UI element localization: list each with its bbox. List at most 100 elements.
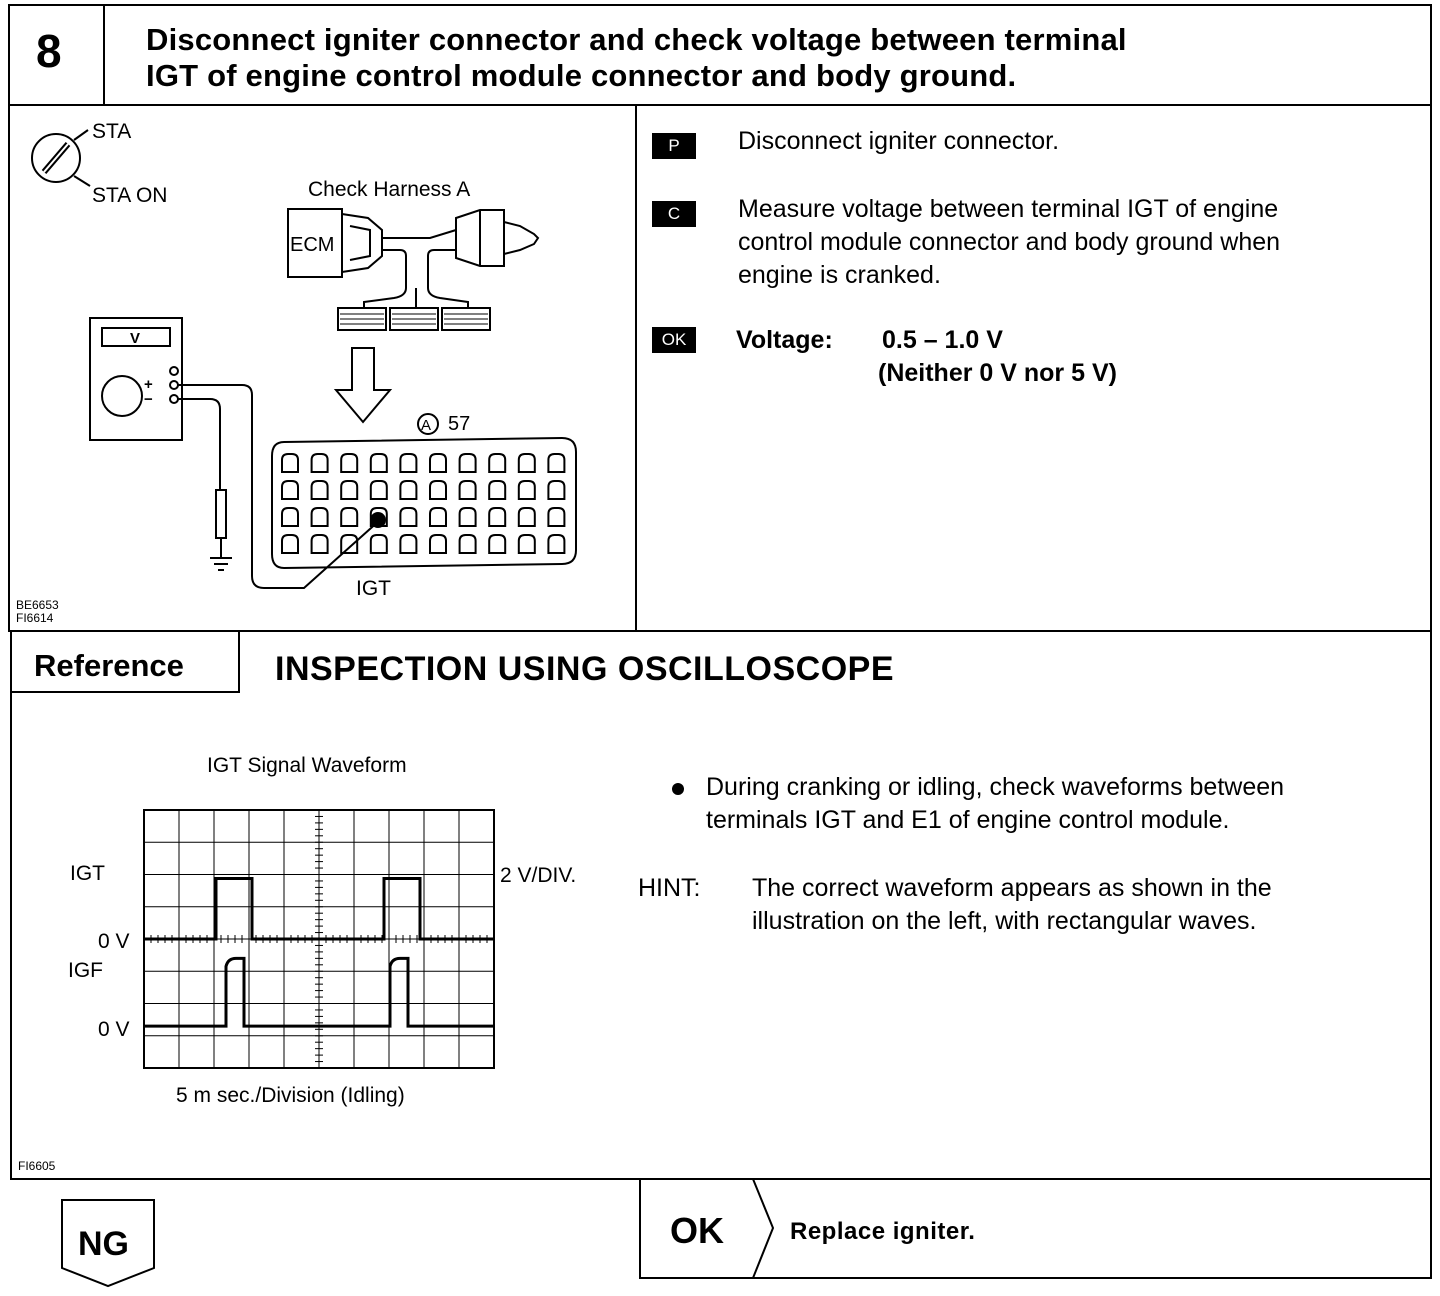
- connector-pin: [369, 453, 388, 473]
- c-tag: C: [652, 201, 696, 227]
- connector-pin: [517, 507, 536, 527]
- connector-pin: [429, 507, 447, 527]
- connector-pin: [399, 534, 418, 554]
- voltmeter-icon: [89, 317, 381, 589]
- connector-pin: [488, 480, 507, 500]
- connector-pin: [429, 453, 447, 473]
- ok-result-box: [639, 1178, 1432, 1279]
- igt-terminal-probe: [370, 512, 386, 528]
- hint-line2: illustration on the left, with rectangul…: [752, 907, 1257, 935]
- igt-waveform: [144, 877, 494, 941]
- down-arrow-icon: [333, 347, 393, 424]
- connector-pin: [369, 507, 388, 527]
- check-harness-label: Check Harness A: [308, 178, 470, 201]
- connector-pin: [310, 480, 329, 500]
- waveform-scale: 2 V/DIV.: [500, 864, 577, 887]
- ecm-connector-57-icon: [271, 413, 577, 570]
- hint-line1: The correct waveform appears as shown in…: [752, 874, 1272, 902]
- igt-terminal-label: IGT: [356, 577, 391, 600]
- connector-ref-label: 57: [448, 413, 470, 435]
- check-harness-icon: [287, 208, 540, 331]
- ok-voltage-note: (Neither 0 V nor 5 V): [878, 359, 1117, 387]
- connector-letter: A: [421, 417, 431, 434]
- meter-minus-label: −: [144, 391, 153, 408]
- waveform-zero-v-1: 0 V: [98, 930, 130, 953]
- connector-pin: [517, 453, 536, 473]
- connector-pin: [369, 480, 388, 500]
- c-instruction-line1: Measure voltage between terminal IGT of …: [738, 195, 1279, 223]
- connector-pin: [281, 507, 299, 527]
- connector-pin: [340, 480, 359, 500]
- connector-pin: [458, 480, 477, 500]
- ignition-sta-on-label: STA ON: [92, 184, 167, 207]
- ok-tag: OK: [652, 327, 696, 353]
- connector-pin: [429, 480, 447, 500]
- connector-pin: [547, 453, 566, 473]
- connector-pin: [281, 453, 299, 473]
- connector-pin: [488, 453, 507, 473]
- p-tag: P: [652, 133, 696, 159]
- connector-pin: [399, 480, 418, 500]
- procedure-divider: [635, 104, 637, 632]
- ok-voltage-value: 0.5 – 1.0 V: [882, 326, 1003, 354]
- ok-voltage-label: Voltage:: [736, 326, 833, 354]
- connector-pin: [310, 534, 329, 554]
- waveform-zero-v-2: 0 V: [98, 1018, 130, 1041]
- bullet-icon: [672, 783, 684, 795]
- connector-pins: [281, 453, 566, 554]
- connector-pin: [281, 480, 299, 500]
- figure-code-2: FI6614: [16, 611, 54, 625]
- connector-pin: [488, 534, 507, 554]
- connector-pin: [547, 480, 566, 500]
- bullet-line2: terminals IGT and E1 of engine control m…: [706, 806, 1230, 834]
- ng-label: NG: [78, 1225, 129, 1263]
- connector-pin: [369, 534, 388, 554]
- reference-label-box: [10, 630, 240, 693]
- waveform-time-base: 5 m sec./Division (Idling): [176, 1084, 405, 1107]
- c-instruction-line2: control module connector and body ground…: [738, 228, 1281, 256]
- step-number: 8: [36, 25, 62, 77]
- figure-code-1: BE6653: [16, 598, 59, 612]
- reference-title: INSPECTION USING OSCILLOSCOPE: [275, 650, 895, 688]
- connector-pin: [458, 534, 477, 554]
- figure-voltage-check-drawing: STA STA ON Check Harness A ECM V + − A 5…: [16, 120, 577, 625]
- meter-plus-label: +: [144, 376, 153, 393]
- connector-pin: [458, 507, 477, 527]
- connector-pin: [517, 534, 536, 554]
- ng-badge: [61, 1199, 155, 1288]
- ignition-sta-label: STA: [92, 120, 131, 143]
- connector-pin: [517, 480, 536, 500]
- connector-pin: [281, 534, 299, 554]
- waveform-igt-label: IGT: [70, 862, 105, 885]
- ignition-switch-icon: [31, 129, 91, 187]
- ok-result-action: Replace igniter.: [790, 1218, 976, 1245]
- connector-pin: [340, 507, 359, 527]
- step-number-divider: [103, 4, 105, 106]
- step-title-line2: IGT of engine control module connector a…: [146, 58, 1017, 93]
- connector-pin: [340, 534, 359, 554]
- connector-pin: [399, 453, 418, 473]
- reference-label: Reference: [34, 648, 184, 683]
- bullet-line1: During cranking or idling, check wavefor…: [706, 773, 1285, 801]
- p-instruction: Disconnect igniter connector.: [738, 127, 1060, 155]
- connector-pin: [310, 453, 329, 473]
- ok-result-label: OK: [670, 1210, 724, 1251]
- connector-pin: [547, 507, 566, 527]
- oscilloscope-screen: [143, 809, 495, 1069]
- connector-pin: [547, 534, 566, 554]
- connector-pin: [340, 453, 359, 473]
- meter-v-label: V: [130, 330, 140, 347]
- igf-waveform: [144, 956, 494, 1028]
- connector-pin: [488, 507, 507, 527]
- c-instruction-line3: engine is cranked.: [738, 261, 941, 289]
- connector-pin: [399, 507, 418, 527]
- waveform-title: IGT Signal Waveform: [207, 754, 407, 777]
- step-title-line1: Disconnect igniter connector and check v…: [146, 22, 1127, 57]
- hint-label: HINT:: [638, 874, 701, 902]
- connector-pin: [310, 507, 329, 527]
- connector-pin: [429, 534, 447, 554]
- ecm-label: ECM: [290, 234, 334, 256]
- waveform-code: FI6605: [18, 1159, 56, 1173]
- connector-pin: [458, 453, 477, 473]
- waveform-igf-label: IGF: [68, 959, 103, 982]
